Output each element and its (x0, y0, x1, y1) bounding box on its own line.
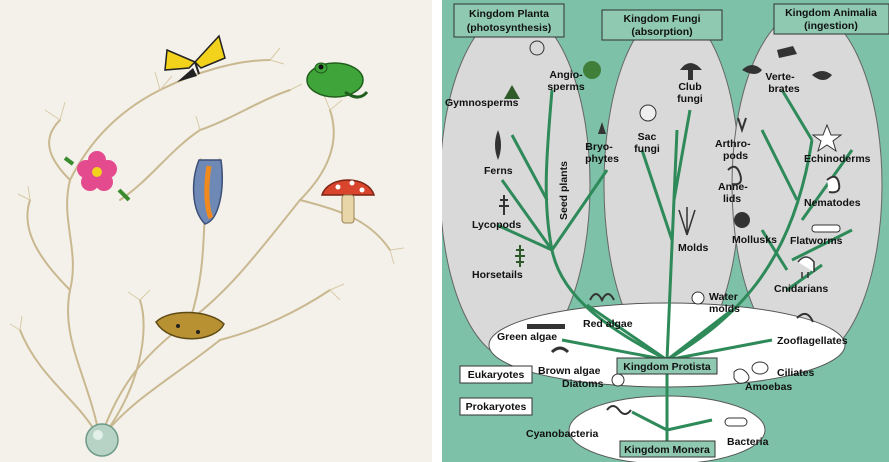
diatoms-label: Diatoms (562, 378, 604, 390)
root-cell-icon (86, 424, 118, 456)
animalia-region (732, 10, 882, 360)
header-monera-title: Kingdom Monera (624, 444, 710, 456)
diatom-icon (612, 374, 624, 386)
flatworm-small-icon (812, 225, 840, 232)
five-kingdom-diagram: Kingdom Planta (photosynthesis) Kingdom … (442, 0, 889, 462)
horsetails-label: Horsetails (472, 269, 523, 281)
header-animalia: Kingdom Animalia (ingestion) (774, 4, 889, 34)
green-algae-label: Green algae (497, 331, 557, 343)
cyanobacteria-label: Cyanobacteria (526, 428, 599, 440)
angiosperms-label-2: sperms (547, 81, 585, 93)
annelids-label-1: Anne- (718, 181, 748, 193)
vertebrates-label-1: Verte- (765, 71, 795, 83)
header-animalia-sub: (ingestion) (804, 20, 858, 32)
prokaryotes-label: Prokaryotes (466, 401, 527, 413)
brown-algae-label: Brown algae (538, 365, 601, 377)
club-fungi-label-2: fungi (677, 93, 703, 105)
water-molds-label-1: Water (709, 291, 738, 303)
prokaryotes-box: Prokaryotes (460, 398, 532, 415)
nematodes-label: Nematodes (804, 197, 861, 209)
sac-fungus-icon (640, 105, 656, 121)
echinoderms-label: Echinoderms (804, 153, 871, 165)
bryophyte-icon (598, 122, 606, 134)
arthropods-label-1: Arthro- (715, 138, 751, 150)
butterfly-icon (165, 36, 225, 82)
sac-fungi-label-1: Sac (638, 131, 657, 143)
tree-branches (20, 60, 390, 440)
flower-icon (65, 151, 129, 200)
flatworms-label: Flatworms (790, 235, 843, 247)
green-algae-icon (527, 324, 565, 329)
ferns-label: Ferns (484, 165, 513, 177)
mollusk-icon (734, 212, 750, 228)
mushroom-icon (322, 180, 374, 223)
angiosperms-label-1: Angio- (549, 69, 583, 81)
seed-plants-label: Seed plants (558, 161, 570, 220)
annelids-label-2: lids (723, 193, 741, 205)
header-plantae-sub: (photosynthesis) (467, 22, 552, 34)
mollusks-label: Mollusks (732, 234, 777, 246)
bacteria-label: Bacteria (727, 436, 769, 448)
vertebrates-label-2: brates (768, 83, 800, 95)
header-fungi-sub: (absorption) (631, 26, 692, 38)
header-fungi-title: Kingdom Fungi (624, 13, 701, 25)
bacteria-icon (725, 418, 747, 426)
sac-fungi-label-2: fungi (634, 143, 660, 155)
eukaryotes-box: Eukaryotes (460, 366, 532, 383)
molds-label: Molds (678, 242, 708, 254)
eukaryotes-label: Eukaryotes (468, 369, 525, 381)
amoebas-label: Amoebas (745, 381, 792, 393)
bryophytes-label-2: phytes (585, 153, 619, 165)
header-plantae: Kingdom Planta (photosynthesis) (454, 4, 564, 37)
kingdom-diagram-svg: Kingdom Planta (photosynthesis) Kingdom … (442, 0, 889, 462)
lycopods-label: Lycopods (472, 219, 521, 231)
red-algae-label: Red algae (583, 318, 633, 330)
flatworm-icon (156, 312, 224, 338)
arthropods-label-2: pods (723, 150, 748, 162)
header-fungi: Kingdom Fungi (absorption) (602, 10, 722, 40)
header-protista-title: Kingdom Protista (623, 361, 711, 373)
water-mold-icon (692, 292, 704, 304)
water-molds-label-2: molds (709, 303, 740, 315)
header-monera: Kingdom Monera (620, 441, 715, 457)
header-protista: Kingdom Protista (617, 358, 717, 374)
tree-of-life-illustration (0, 0, 432, 462)
bryophytes-label-1: Bryo- (585, 141, 613, 153)
ciliates-label: Ciliates (777, 367, 815, 379)
header-animalia-title: Kingdom Animalia (785, 7, 877, 19)
header-plantae-title: Kingdom Planta (469, 8, 549, 20)
red-algae-icon (590, 294, 614, 300)
cnidarians-label: Cnidarians (774, 283, 828, 295)
club-fungi-label-1: Club (678, 81, 701, 93)
zooflagellates-label: Zooflagellates (777, 335, 848, 347)
ciliate-icon (752, 362, 768, 374)
branching-tree-figure (0, 0, 432, 462)
frog-icon (307, 63, 367, 97)
sea-slug-icon (194, 160, 223, 224)
nematode-icon (827, 177, 839, 193)
